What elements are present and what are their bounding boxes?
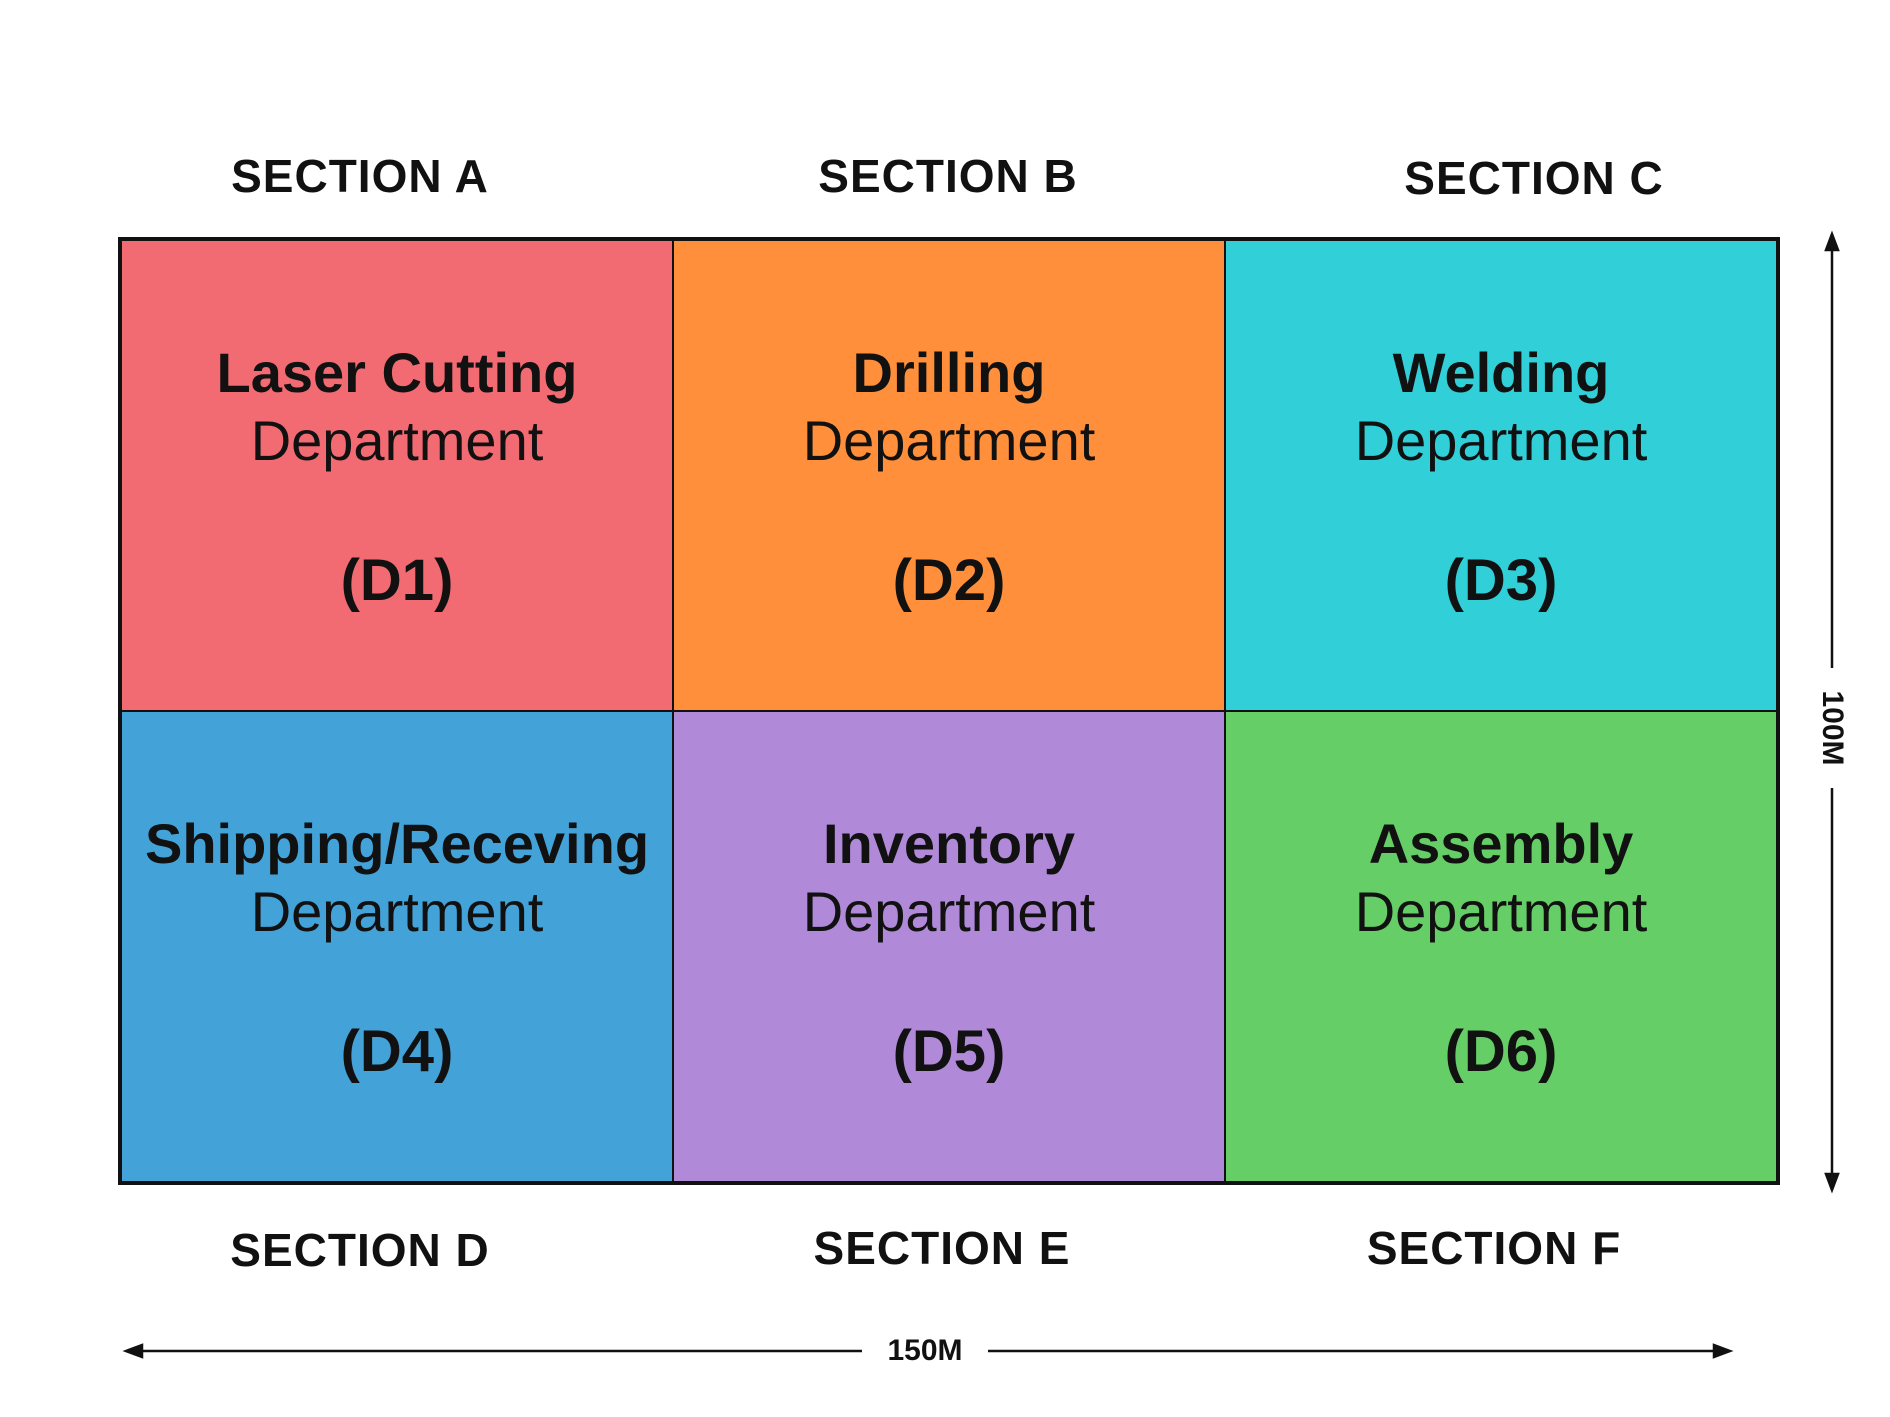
section-label-f: SECTION F [1366, 1222, 1622, 1274]
department-code: (D4) [340, 1019, 454, 1084]
department-cell-d4: Shipping/Receving Department (D4) [121, 711, 673, 1182]
department-code: (D5) [892, 1019, 1006, 1084]
width-dimension-label: 150M [868, 1333, 982, 1369]
section-label-a: SECTION A [231, 150, 489, 202]
department-name: Inventory [822, 812, 1076, 875]
department-cell-d6: Assembly Department (D6) [1225, 711, 1777, 1182]
department-cell-d2: Drilling Department (D2) [673, 240, 1225, 711]
section-label-e: SECTION E [813, 1222, 1071, 1274]
department-subtitle: Department [250, 409, 544, 472]
department-name: Drilling [852, 341, 1046, 404]
department-subtitle: Department [802, 880, 1096, 943]
department-subtitle: Department [250, 880, 544, 943]
department-subtitle: Department [802, 409, 1096, 472]
department-code: (D3) [1444, 548, 1558, 613]
department-code: (D6) [1444, 1019, 1558, 1084]
arrowhead-up-icon [1824, 230, 1840, 252]
arrowhead-right-icon [1712, 1343, 1734, 1359]
department-cell-d1: Laser Cutting Department (D1) [121, 240, 673, 711]
department-name: Laser Cutting [216, 341, 578, 404]
department-code: (D2) [892, 548, 1006, 613]
section-label-c: SECTION C [1404, 152, 1664, 204]
department-code: (D1) [340, 548, 454, 613]
department-grid: Laser Cutting Department (D1) Drilling D… [118, 237, 1780, 1185]
department-cell-d3: Welding Department (D3) [1225, 240, 1777, 711]
section-label-b: SECTION B [818, 150, 1078, 202]
department-subtitle: Department [1354, 409, 1648, 472]
height-dimension-label: 100M [1814, 672, 1850, 784]
section-label-d: SECTION D [230, 1224, 490, 1276]
department-subtitle: Department [1354, 880, 1648, 943]
department-name: Assembly [1368, 812, 1634, 875]
department-cell-d5: Inventory Department (D5) [673, 711, 1225, 1182]
arrowhead-left-icon [122, 1343, 144, 1359]
department-name: Welding [1392, 341, 1610, 404]
department-name: Shipping/Receving [144, 812, 650, 875]
arrowhead-down-icon [1824, 1172, 1840, 1194]
